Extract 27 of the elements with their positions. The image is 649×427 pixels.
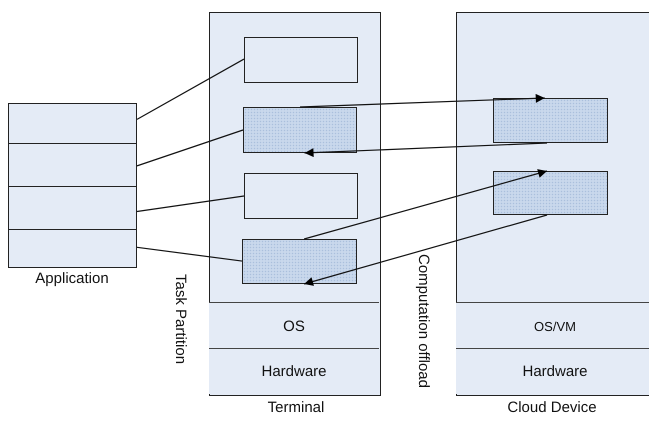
module-box: [244, 173, 358, 219]
arrow: [304, 214, 548, 286]
panel-title: Terminal: [268, 399, 324, 416]
panel-title: Application: [35, 270, 109, 287]
application-row: [8, 143, 137, 187]
module-box: [244, 37, 358, 83]
connector-line: [136, 195, 244, 212]
connector-line: [136, 129, 244, 166]
offloaded-module-box: [493, 171, 608, 215]
connector-line: [136, 58, 244, 120]
connector-line: [136, 246, 242, 262]
vertical-label: Computation offload: [415, 254, 432, 388]
offloaded-module-box: [493, 98, 608, 143]
os-layer: OS: [209, 302, 379, 349]
offloaded-module-box: [242, 239, 357, 284]
application-row: [8, 229, 137, 268]
arrow: [304, 142, 548, 158]
arrow: [300, 94, 545, 108]
vertical-label: Task Partition: [172, 274, 189, 364]
hardware-layer: Hardware: [456, 348, 649, 394]
application-row: [8, 103, 137, 144]
offloaded-module-box: [243, 107, 357, 153]
arrow: [304, 169, 548, 240]
os-vm-layer: OS/VM: [456, 302, 649, 349]
application-row: [8, 186, 137, 230]
hardware-layer: Hardware: [209, 348, 379, 394]
panel-title: Cloud Device: [507, 399, 597, 416]
